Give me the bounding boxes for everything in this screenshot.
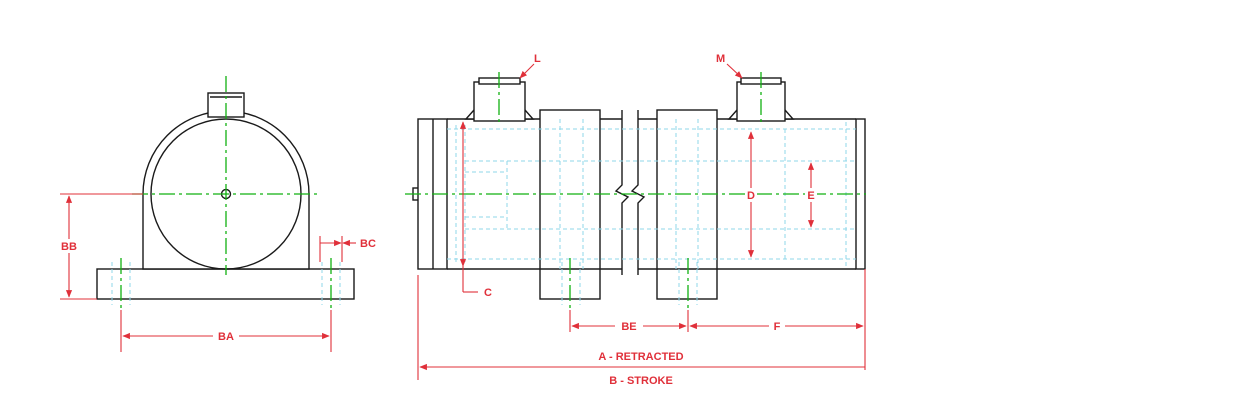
dimension-d: D bbox=[745, 131, 757, 258]
callout-m: M bbox=[716, 53, 743, 79]
dimension-c: C bbox=[459, 121, 492, 299]
dimension-f: F bbox=[689, 269, 866, 370]
label-bb: BB bbox=[61, 241, 77, 253]
label-d: D bbox=[747, 190, 755, 202]
side-view-mount-2 bbox=[656, 109, 718, 300]
label-b-stroke: B - STROKE bbox=[609, 375, 673, 387]
label-l: L bbox=[534, 53, 541, 65]
side-view-break-left bbox=[614, 110, 630, 275]
label-ba: BA bbox=[218, 331, 234, 343]
label-m: M bbox=[716, 53, 725, 65]
label-a-retracted: A - RETRACTED bbox=[598, 351, 683, 363]
dimension-e: E bbox=[805, 162, 817, 228]
callout-l: L bbox=[519, 53, 541, 79]
label-f: F bbox=[774, 321, 781, 333]
dimension-be: BE bbox=[569, 310, 689, 333]
label-be: BE bbox=[621, 321, 636, 333]
label-e: E bbox=[807, 190, 814, 202]
side-view-break-right bbox=[630, 110, 646, 275]
label-c: C bbox=[484, 287, 492, 299]
dimension-bc: BC bbox=[319, 236, 376, 262]
side-view bbox=[405, 72, 866, 310]
dimension-ba: BA bbox=[120, 310, 332, 352]
label-bc: BC bbox=[360, 238, 376, 250]
dimension-bb: BB bbox=[58, 193, 143, 300]
dimension-a-retracted: A - RETRACTED B - STROKE bbox=[417, 275, 865, 387]
end-view bbox=[96, 76, 355, 310]
